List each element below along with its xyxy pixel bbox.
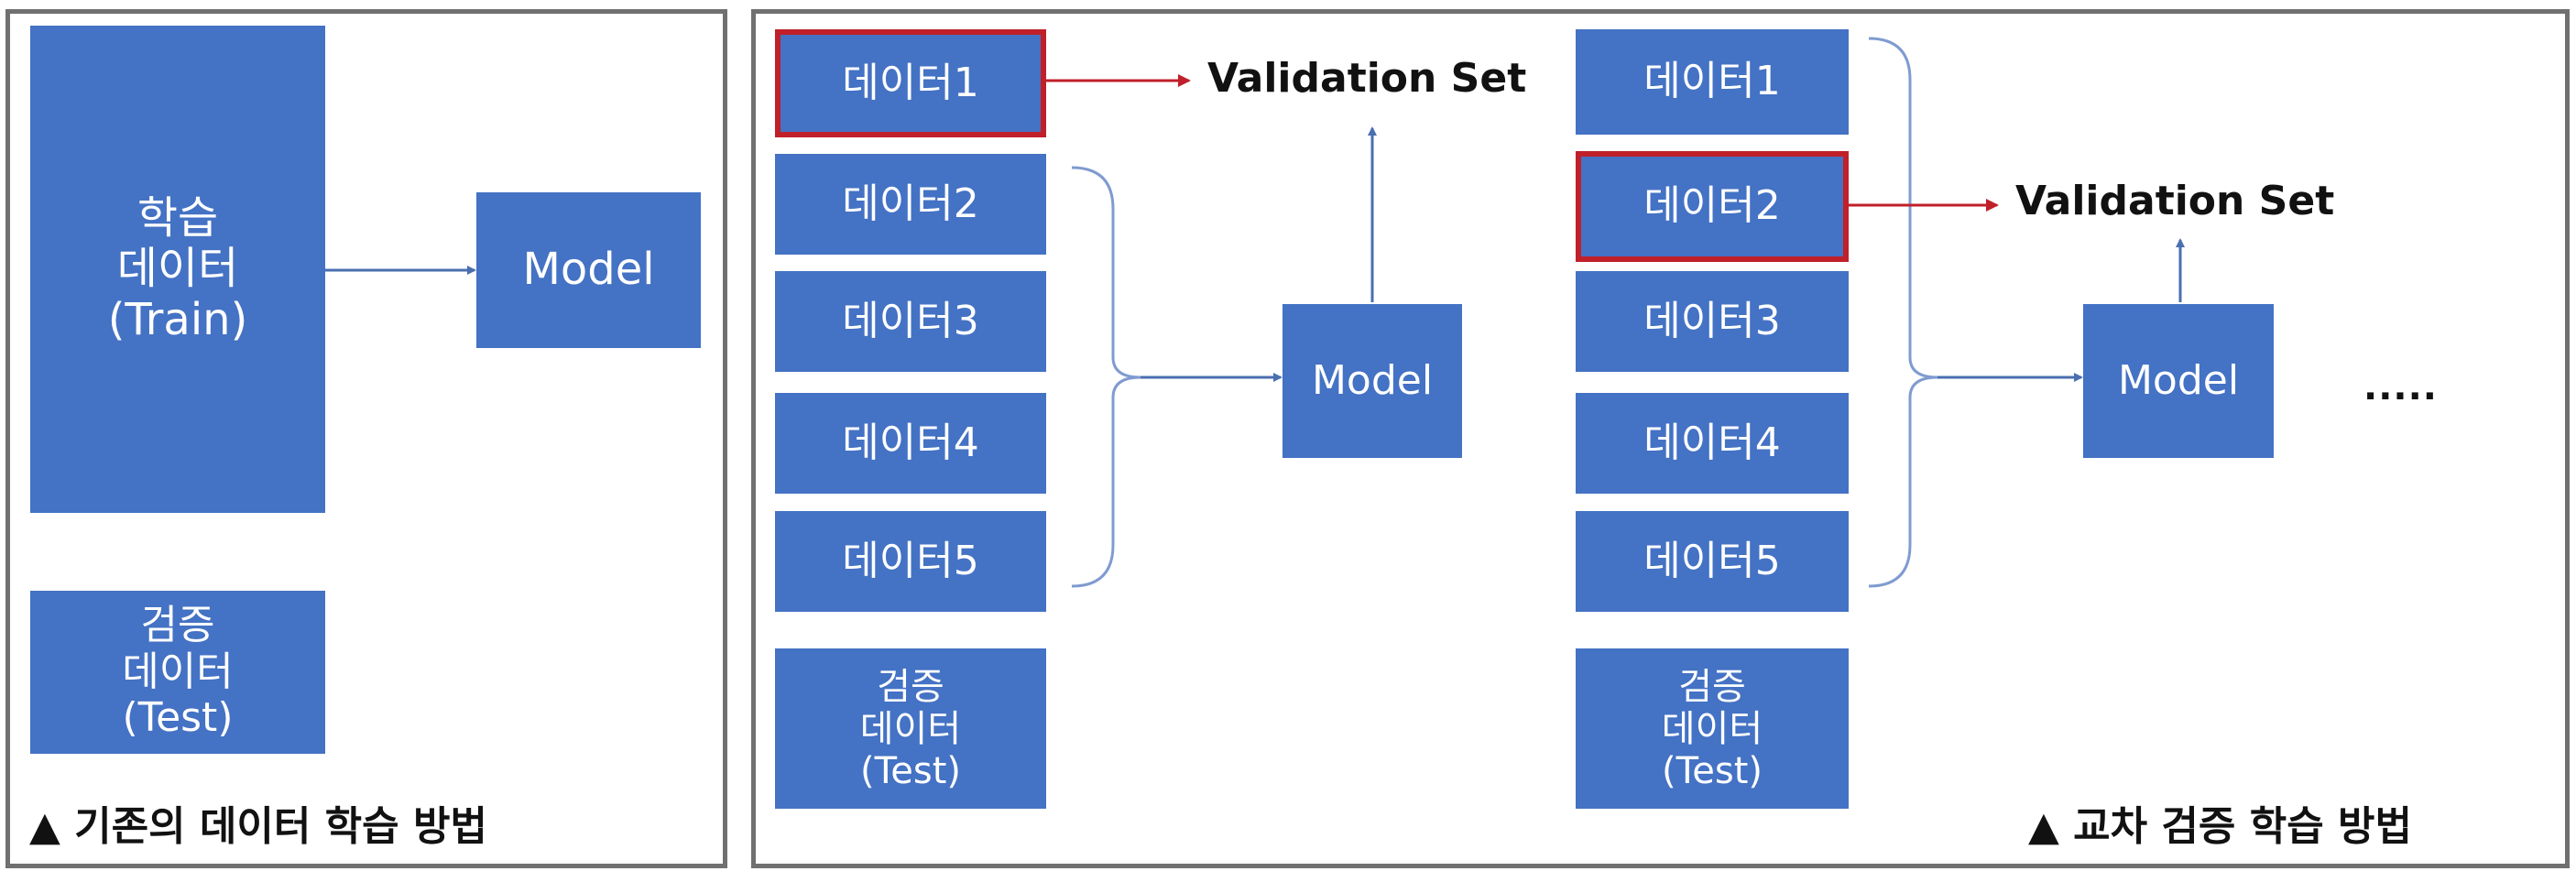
fold2-data-item-2: 데이터2 [1576,151,1849,262]
left-model-label: Model [522,244,655,296]
fold1-test-line2: 데이터 [859,707,962,750]
fold1-data-item-2: 데이터2 [775,154,1046,255]
fold2-test-line3: (Test) [1662,749,1763,792]
fold2-model-label: Model [2117,356,2240,404]
left-test-line3: (Test) [122,694,234,742]
train-data-box: 학습 데이터 (Train) [30,26,325,513]
fold1-data-item-4-label: 데이터4 [842,419,979,466]
fold1-data-item-2-label: 데이터2 [842,180,979,227]
ellipsis: ..... [2363,366,2438,408]
fold2-model-box: Model [2083,304,2274,458]
left-model-box: Model [476,192,701,348]
fold1-validation-label: Validation Set [1207,55,1527,102]
fold2-data-item-5: 데이터5 [1576,511,1849,612]
fold2-test-data-box: 검증 데이터 (Test) [1576,648,1849,809]
fold2-data-item-4-label: 데이터4 [1643,419,1781,466]
fold1-model-label: Model [1311,356,1434,404]
fold1-data-item-1-label: 데이터1 [842,59,979,106]
fold1-data-item-3-label: 데이터3 [842,297,979,344]
fold2-test-line2: 데이터 [1661,707,1763,750]
fold2-data-item-3-label: 데이터3 [1643,297,1781,344]
left-test-line2: 데이터 [122,648,234,695]
fold1-test-line1: 검증 [877,665,944,708]
fold1-data-item-5-label: 데이터5 [842,537,979,584]
fold2-data-item-1-label: 데이터1 [1643,58,1781,105]
fold1-data-item-4: 데이터4 [775,393,1046,494]
fold1-model-box: Model [1283,304,1462,458]
fold2-data-item-4: 데이터4 [1576,393,1849,494]
fold1-data-item-3: 데이터3 [775,271,1046,372]
fold2-data-item-2-label: 데이터2 [1643,182,1781,230]
left-test-data-box: 검증 데이터 (Test) [30,591,325,754]
fold1-data-item-1: 데이터1 [775,29,1046,137]
train-box-line3: (Train) [107,293,248,345]
right-caption: ▲ 교차 검증 학습 방법 [2028,803,2412,850]
left-caption: ▲ 기존의 데이터 학습 방법 [29,803,487,850]
fold1-test-line3: (Test) [860,749,961,792]
fold1-data-item-5: 데이터5 [775,511,1046,612]
fold2-data-item-1: 데이터1 [1576,29,1849,135]
fold1-test-data-box: 검증 데이터 (Test) [775,648,1046,809]
fold2-data-item-3: 데이터3 [1576,271,1849,372]
fold2-test-line1: 검증 [1678,665,1746,708]
fold2-data-item-5-label: 데이터5 [1643,537,1781,584]
fold2-validation-label: Validation Set [2015,178,2335,224]
train-box-line1: 학습 [136,192,219,245]
train-box-line2: 데이터 [116,243,239,295]
left-test-line1: 검증 [140,602,215,649]
